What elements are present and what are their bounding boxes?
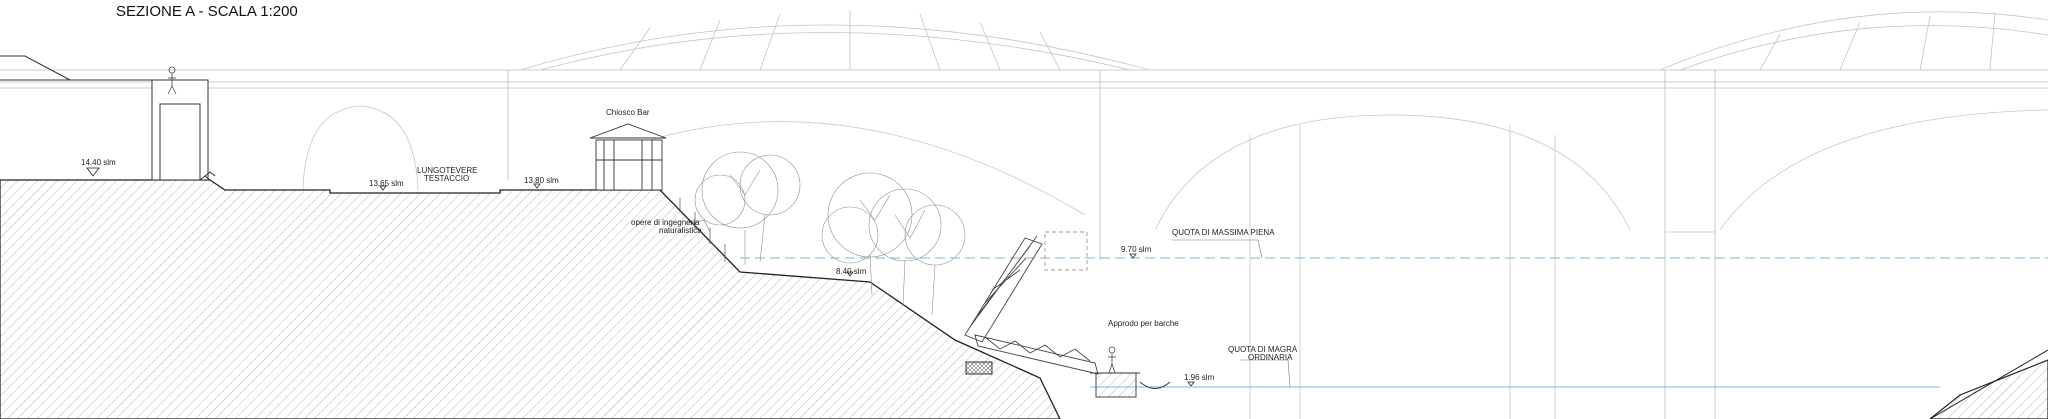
road-name-line2: TESTACCIO	[424, 174, 469, 183]
dock-label: Approdo per barche	[1108, 319, 1179, 328]
engineering-works-line2: naturalistica	[659, 226, 702, 235]
truss-gangway	[964, 231, 1099, 375]
marker-left	[86, 167, 100, 177]
elevation-kiosk-label: 13.80 slm	[524, 176, 559, 185]
flood-level-label: QUOTA DI MASSIMA PIENA	[1172, 228, 1275, 237]
ground-section	[0, 179, 1061, 419]
elevation-left-label: 14.40 slm	[81, 158, 116, 167]
boat-dock	[1090, 372, 1171, 398]
marker-low	[1187, 381, 1195, 387]
elevation-flood-label: 9.70 slm	[1121, 245, 1152, 254]
kiosk-structure	[589, 123, 667, 191]
anchor-block	[965, 361, 993, 375]
engineering-works-line1: opere di ingegneria	[631, 218, 700, 227]
marker-flood	[1129, 253, 1137, 259]
person-figure-left	[167, 66, 177, 95]
elevation-road-label: 13.65 slm	[369, 179, 404, 188]
drawing-title: SEZIONE A - SCALA 1:200	[116, 3, 298, 20]
marker-road	[379, 185, 387, 191]
trees	[694, 151, 966, 316]
road-name-line1: LUNGOTEVERE	[417, 166, 477, 175]
bank-stabilization	[679, 198, 726, 262]
kiosk-label: Chiosco Bar	[606, 108, 650, 117]
elevation-low-label: 1.96 slm	[1184, 373, 1215, 382]
person-figure-dock	[1108, 346, 1116, 374]
marker-bank	[846, 271, 854, 277]
elevation-markers	[86, 167, 1195, 387]
leader-lines	[689, 219, 1291, 388]
bridge-upper-arches	[519, 10, 2048, 71]
marker-kiosk	[533, 183, 541, 189]
bridge-deck	[0, 69, 2048, 419]
low-water-line2: ORDINARIA	[1248, 353, 1293, 362]
bridge-lower-arches	[302, 105, 2048, 419]
right-bank-edge	[1929, 349, 2048, 419]
elevation-bank-label: 8.40 slm	[836, 267, 867, 276]
right-bank	[1929, 359, 2048, 419]
left-wall	[0, 55, 216, 181]
low-water-line1: QUOTA DI MAGRA	[1228, 345, 1298, 354]
